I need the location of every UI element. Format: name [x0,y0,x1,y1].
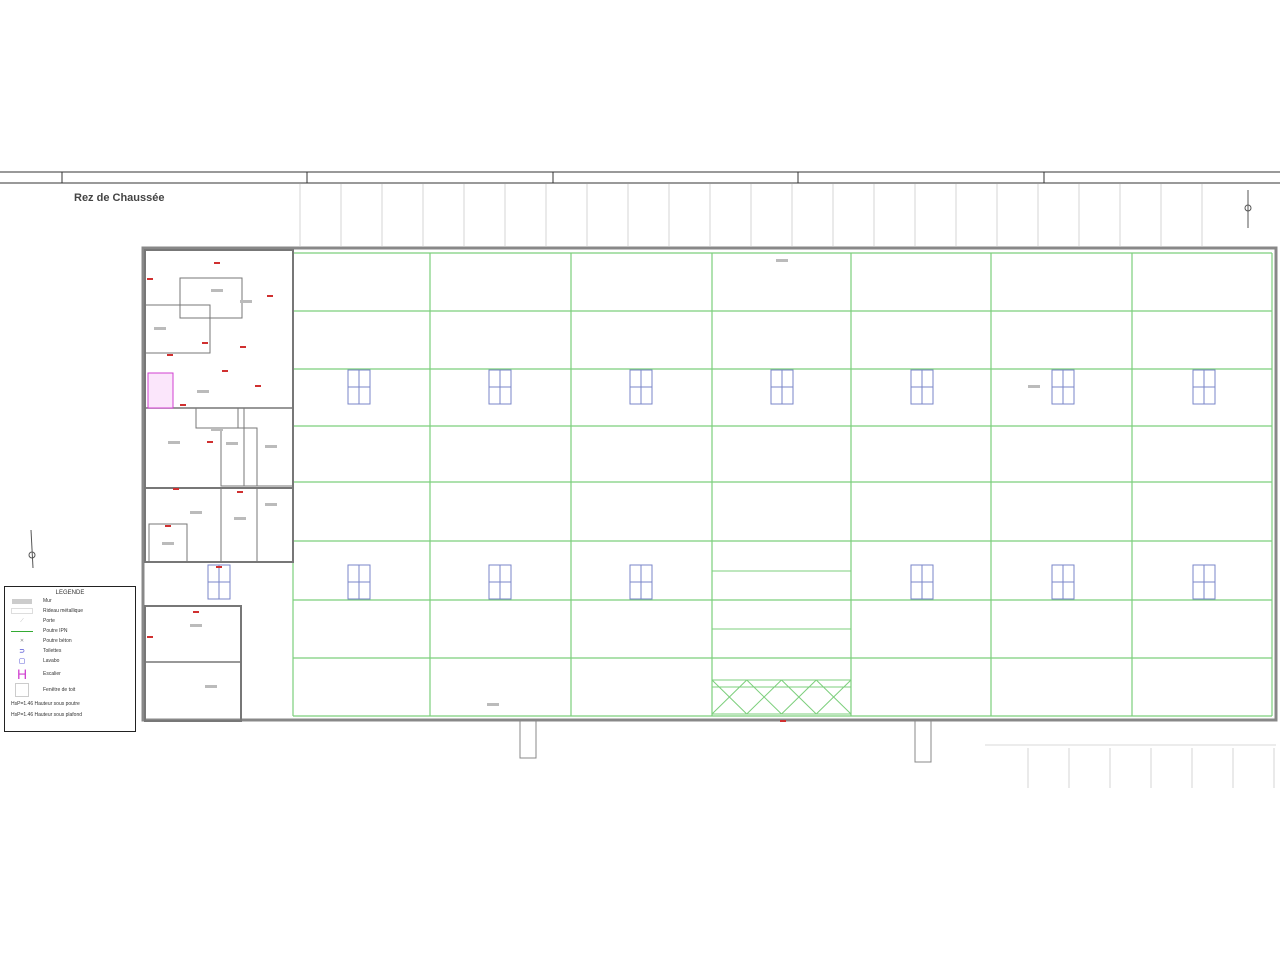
room [179,277,243,319]
dimension-mark [173,488,179,490]
wall-swatch [11,597,33,605]
room-label [162,542,174,545]
room-label [197,390,209,393]
room-label [168,441,180,444]
room-label [205,685,217,688]
legend-item: Fenêtre de toit [5,682,135,698]
room-label [154,327,166,330]
dimension-mark [165,525,171,527]
legend-note: HsP=1.46 Hauteur sous plafond [11,711,83,718]
room [243,407,294,487]
concrete-beam-icon: ✕ [19,638,25,644]
room-label [265,445,277,448]
dimension-mark [180,404,186,406]
room-label [211,289,223,292]
dimension-mark [240,346,246,348]
stair-icon: H [16,666,28,682]
dimension-mark [202,342,208,344]
dimension-mark [216,566,222,568]
room-label [190,624,202,627]
legend-note: HsP=1.46 Hauteur sous poutre [11,700,80,707]
dimension-mark [214,262,220,264]
plan-title: Rez de Chaussée [74,192,165,204]
room-label [1028,385,1040,388]
loading-stair [914,719,932,763]
bracing [781,679,817,715]
legend-item: ⊃Toilettes [5,646,135,656]
dimension-mark [267,295,273,297]
bracing [711,679,748,715]
storage-block [144,605,242,722]
bracing [815,679,852,715]
staircase [147,372,174,409]
room [195,407,239,429]
legend-item: Poutre IPN [5,626,135,636]
sink-icon: ▢ [18,658,26,665]
building-outline [141,246,1278,722]
loading-stair [519,719,537,759]
office-block [144,249,294,563]
legend-item: Rideau métallique [5,606,135,616]
legend: LEGENDE Mur Rideau métallique ⟋Porte Pou… [4,586,136,732]
dimension-mark [147,278,153,280]
room-label [211,428,223,431]
dimension-mark [255,385,261,387]
room [220,427,258,487]
ipn-beam-line [11,627,33,635]
toilet-icon: ⊃ [19,648,25,655]
room-label [265,503,277,506]
legend-item: ✕Poutre béton [5,636,135,646]
room-label [190,511,202,514]
legend-heading: LEGENDE [55,590,85,596]
legend-item: ▢Lavabo [5,656,135,666]
legend-item: ⟋Porte [5,616,135,626]
north-arrow [1244,204,1252,212]
dimension-mark [207,441,213,443]
dimension-mark [147,636,153,638]
dimension-mark [167,354,173,356]
room-label [240,300,252,303]
dimension-mark [222,370,228,372]
north-arrow [30,529,34,569]
dimension-mark [780,720,786,722]
room-label [487,703,499,706]
bracing-frame [711,679,852,715]
room-label [776,259,788,262]
metal-shutter-swatch [11,607,33,615]
north-arrow [28,551,36,559]
dimension-mark [193,611,199,613]
room [148,523,188,563]
bracing [746,679,782,715]
legend-item: Mur [5,596,135,606]
dimension-mark [237,491,243,493]
door-icon: ⟋ [20,618,24,624]
room [144,304,211,354]
room-label [226,442,238,445]
room-label [234,517,246,520]
skylight-icon [11,683,33,697]
